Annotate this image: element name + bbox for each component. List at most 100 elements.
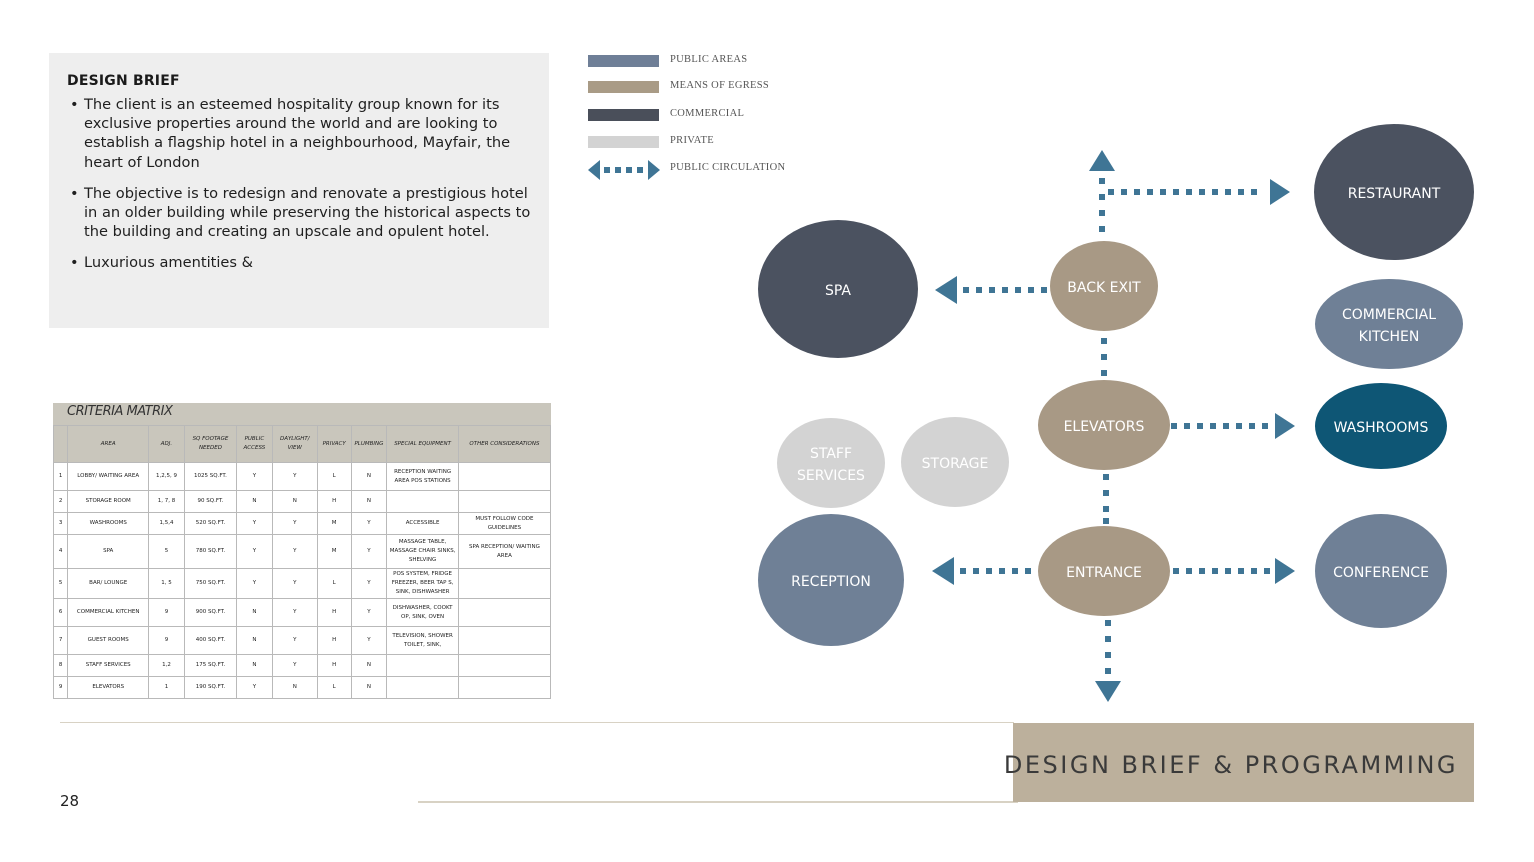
matrix-cell: 190 SQ.FT. xyxy=(183,676,238,699)
matrix-header-cell: ADJ. xyxy=(148,425,185,463)
matrix-cell: Y xyxy=(350,568,388,599)
footer-rule-bottom xyxy=(418,801,1018,803)
design-brief-bullet: Luxurious amentities & xyxy=(67,253,531,272)
matrix-cell: LOBBY/ WAITING AREA xyxy=(67,462,150,491)
arrow-to-washrooms xyxy=(1171,413,1295,439)
design-brief-panel: DESIGN BRIEF The client is an esteemed h… xyxy=(49,53,549,328)
matrix-cell: L xyxy=(316,568,352,599)
arrow-to-spa xyxy=(935,276,1047,304)
circulation-arrows xyxy=(932,150,1295,702)
node-label: COMMERCIAL xyxy=(1342,307,1436,323)
arrow-entrance-down xyxy=(1095,620,1121,702)
legend-item-private: PRIVATE xyxy=(588,133,808,153)
legend-label: PRIVATE xyxy=(670,135,714,146)
node-commercial-kitchen-shape xyxy=(1315,279,1463,369)
node-label: RECEPTION xyxy=(791,574,871,590)
matrix-cell xyxy=(457,598,552,627)
section-title-box: DESIGN BRIEF & PROGRAMMING xyxy=(1004,723,1474,802)
node-elevators-shape xyxy=(1038,380,1170,470)
node-elevators: ELEVATORS xyxy=(1038,380,1170,470)
matrix-cell: DISHWASHER, COOKT OP, SINK, OVEN xyxy=(386,598,459,627)
node-label: WASHROOMS xyxy=(1334,420,1429,436)
section-title: DESIGN BRIEF & PROGRAMMING xyxy=(1003,751,1458,779)
matrix-cell: 9 xyxy=(52,676,69,699)
legend-item-commercial: COMMERCIAL xyxy=(588,106,808,126)
matrix-cell: POS SYSTEM, FRIDGE FREEZER, BEER TAP S, … xyxy=(386,568,459,599)
design-brief-bullet: The objective is to redesign and renovat… xyxy=(67,184,531,242)
matrix-cell: N xyxy=(236,626,273,655)
node-label: ENTRANCE xyxy=(1066,565,1142,581)
matrix-cell: COMMERCIAL KITCHEN xyxy=(67,598,150,627)
matrix-cell: 1,2,5, 9 xyxy=(148,462,185,491)
matrix-header-cell: DAYLIGHT/ VIEW xyxy=(271,425,318,463)
matrix-cell: ELEVATORS xyxy=(67,676,150,699)
node-conference: CONFERENCE xyxy=(1315,514,1447,628)
arrow-to-conference xyxy=(1173,558,1295,584)
matrix-cell: Y xyxy=(350,626,388,655)
node-back-exit-shape xyxy=(1050,241,1158,331)
node-washrooms: WASHROOMS xyxy=(1315,383,1447,469)
matrix-cell: Y xyxy=(271,626,318,655)
node-restaurant-shape xyxy=(1314,124,1474,260)
node-back-exit: BACK EXIT xyxy=(1050,241,1158,331)
matrix-cell: Y xyxy=(271,598,318,627)
footer-rule-top xyxy=(60,722,1014,723)
arrow-to-reception xyxy=(932,557,1031,585)
matrix-cell: 780 SQ.FT. xyxy=(183,534,238,569)
legend-item-public-circulation: PUBLIC CIRCULATION xyxy=(588,160,808,180)
design-brief-list: The client is an esteemed hospitality gr… xyxy=(67,95,531,273)
page-number: 28 xyxy=(60,792,80,810)
node-reception-shape xyxy=(758,514,904,646)
node-conference-shape xyxy=(1315,514,1447,628)
legend-swatch xyxy=(588,81,659,93)
node-entrance-shape xyxy=(1038,526,1170,616)
design-brief-title: DESIGN BRIEF xyxy=(67,73,180,89)
legend-swatch xyxy=(588,55,659,67)
node-restaurant: RESTAURANT xyxy=(1314,124,1474,260)
matrix-cell: 9 xyxy=(148,598,185,627)
matrix-cell: WASHROOMS xyxy=(67,512,150,535)
node-staff-services-shape xyxy=(777,418,885,508)
node-label: CONFERENCE xyxy=(1333,565,1429,581)
matrix-header-cell: OTHER CONSIDERATIONS xyxy=(457,425,552,463)
matrix-cell: N xyxy=(271,676,318,699)
link-elevators-entrance xyxy=(1103,474,1109,524)
matrix-cell: N xyxy=(236,598,273,627)
matrix-cell xyxy=(457,626,552,655)
node-spa: SPA xyxy=(758,220,918,358)
node-label: SPA xyxy=(825,283,851,299)
matrix-header-cell: PUBLIC ACCESS xyxy=(236,425,273,463)
node-reception: RECEPTION xyxy=(758,514,904,646)
node-label: STORAGE xyxy=(922,456,989,472)
legend-swatch xyxy=(588,136,659,148)
legend-label: COMMERCIAL xyxy=(670,108,745,119)
matrix-title: CRITERIA MATRIX xyxy=(67,404,173,419)
node-spa-shape xyxy=(758,220,918,358)
legend-label: PUBLIC AREAS xyxy=(670,54,748,65)
matrix-cell: RECEPTION WAITING AREA POS STATIONS xyxy=(386,462,459,491)
node-commercial-kitchen: COMMERCIAL KITCHEN xyxy=(1315,279,1463,369)
matrix-cell: GUEST ROOMS xyxy=(67,626,150,655)
node-storage: STORAGE xyxy=(901,417,1009,507)
node-staff-services: STAFF SERVICES xyxy=(777,418,885,508)
matrix-cell: H xyxy=(316,626,352,655)
arrow-to-restaurant xyxy=(1108,179,1290,205)
arrow-backexit-up xyxy=(1089,150,1115,232)
legend-item-public-areas: PUBLIC AREAS xyxy=(588,52,808,72)
matrix-cell: Y xyxy=(236,534,273,569)
node-entrance: ENTRANCE xyxy=(1038,526,1170,616)
matrix-cell: MASSAGE TABLE, MASSAGE CHAIR SINKS, SHEL… xyxy=(386,534,459,569)
matrix-cell: 5 xyxy=(148,534,185,569)
matrix-cell xyxy=(457,676,552,699)
